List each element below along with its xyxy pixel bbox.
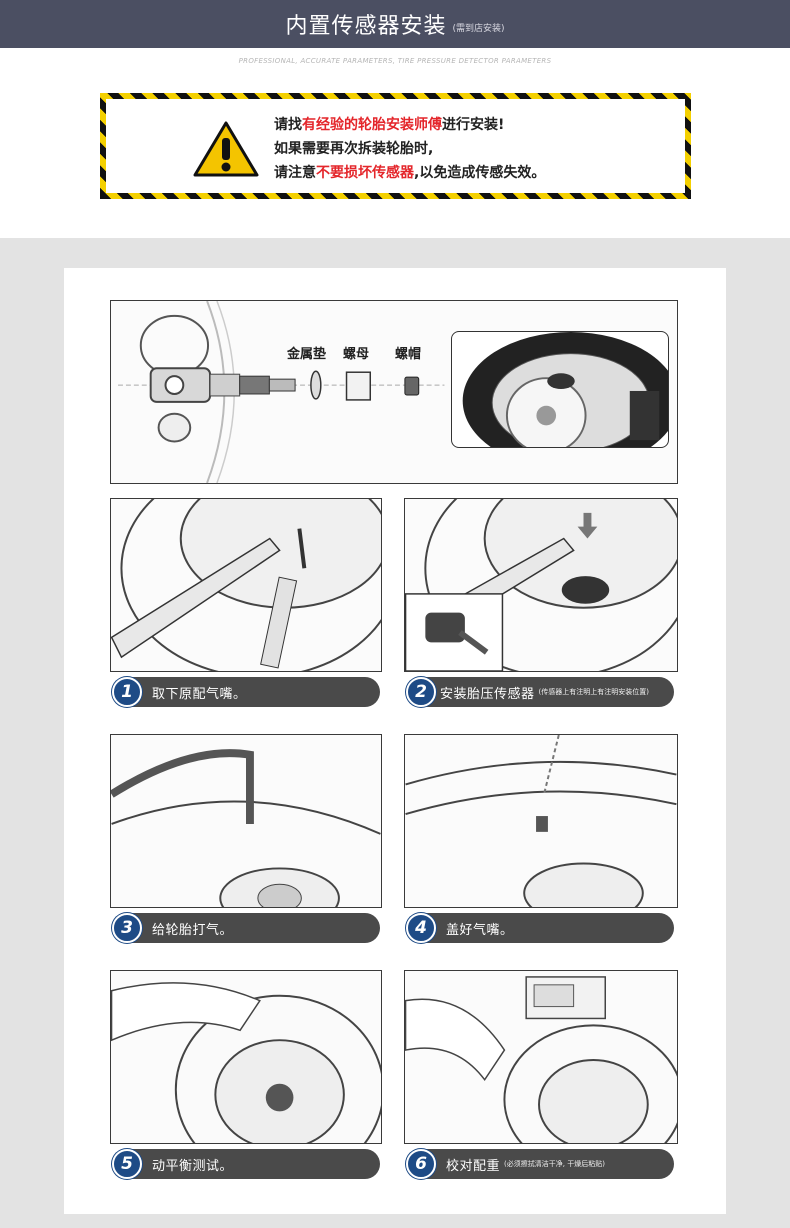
- step-2-number: 2: [406, 677, 436, 707]
- step-1-label: 1 取下原配气嘴。: [112, 677, 380, 707]
- step-2-image: [404, 498, 678, 672]
- tire-cutaway-illustration: [462, 332, 668, 447]
- step-2-note: (传感器上有注明上有注明安装位置): [538, 688, 649, 696]
- page-header: 内置传感器安装 (需到店安装): [0, 0, 790, 48]
- warning-text: 请找有经验的轮胎安装师傅进行安装! 如果需要再次拆装轮胎时, 请注意不要损坏传感…: [274, 113, 545, 185]
- warning-icon: [193, 121, 259, 177]
- step-2-label: 2 安装胎压传感器 (传感器上有注明上有注明安装位置): [406, 677, 674, 707]
- sensor-install-illustration: [405, 499, 677, 671]
- valve-removal-illustration: [111, 499, 381, 671]
- step-1-text: 取下原配气嘴。: [152, 686, 247, 702]
- valve-cap-illustration: [405, 735, 677, 907]
- sensor-parts-diagram: 金属垫 螺母 螺帽: [110, 300, 678, 484]
- warning-line-1: 请找有经验的轮胎安装师傅进行安装!: [274, 117, 505, 133]
- warning-banner: 请找有经验的轮胎安装师傅进行安装! 如果需要再次拆装轮胎时, 请注意不要损坏传感…: [100, 93, 691, 199]
- warning-line-3: 请注意不要损坏传感器,以免造成传感失效。: [274, 165, 546, 181]
- weight-calibration-illustration: [405, 976, 677, 1143]
- step-6-label: 6 校对配重 (必须擦拭清洁干净, 干燥后粘贴): [406, 1149, 674, 1179]
- step-6-note: (必须擦拭清洁干净, 干燥后粘贴): [504, 1160, 605, 1168]
- step-6-number: 6: [406, 1149, 436, 1179]
- step-4-label: 4 盖好气嘴。: [406, 913, 674, 943]
- wheel-balancing-illustration: [111, 982, 381, 1143]
- step-2-text: 安装胎压传感器: [440, 686, 535, 702]
- label-cap: 螺帽: [395, 347, 422, 362]
- tire-sensor-inset: [451, 331, 669, 448]
- warning-line-2: 如果需要再次拆装轮胎时,: [274, 141, 434, 157]
- sensor-exploded-illustration: [118, 301, 445, 483]
- step-3-label: 3 给轮胎打气。: [112, 913, 380, 943]
- step-5-number: 5: [112, 1149, 142, 1179]
- page-title: 内置传感器安装: [285, 14, 447, 39]
- step-4-text: 盖好气嘴。: [446, 922, 514, 938]
- step-4-number: 4: [406, 913, 436, 943]
- step-5-text: 动平衡测试。: [152, 1158, 234, 1174]
- step-3-number: 3: [112, 913, 142, 943]
- step-5-image: [110, 970, 382, 1144]
- step-1-number: 1: [112, 677, 142, 707]
- tagline: PROFESSIONAL, ACCURATE PARAMETERS, TIRE …: [238, 57, 552, 65]
- label-washer: 金属垫: [287, 347, 327, 362]
- step-4-image: [404, 734, 678, 908]
- step-3-text: 给轮胎打气。: [152, 922, 234, 938]
- step-6-image: [404, 970, 678, 1144]
- step-5-label: 5 动平衡测试。: [112, 1149, 380, 1179]
- step-3-image: [110, 734, 382, 908]
- step-1-image: [110, 498, 382, 672]
- label-nut: 螺母: [343, 347, 370, 362]
- page-subtitle: (需到店安装): [452, 23, 505, 34]
- tire-inflation-illustration: [111, 749, 381, 907]
- step-6-text: 校对配重: [446, 1158, 501, 1174]
